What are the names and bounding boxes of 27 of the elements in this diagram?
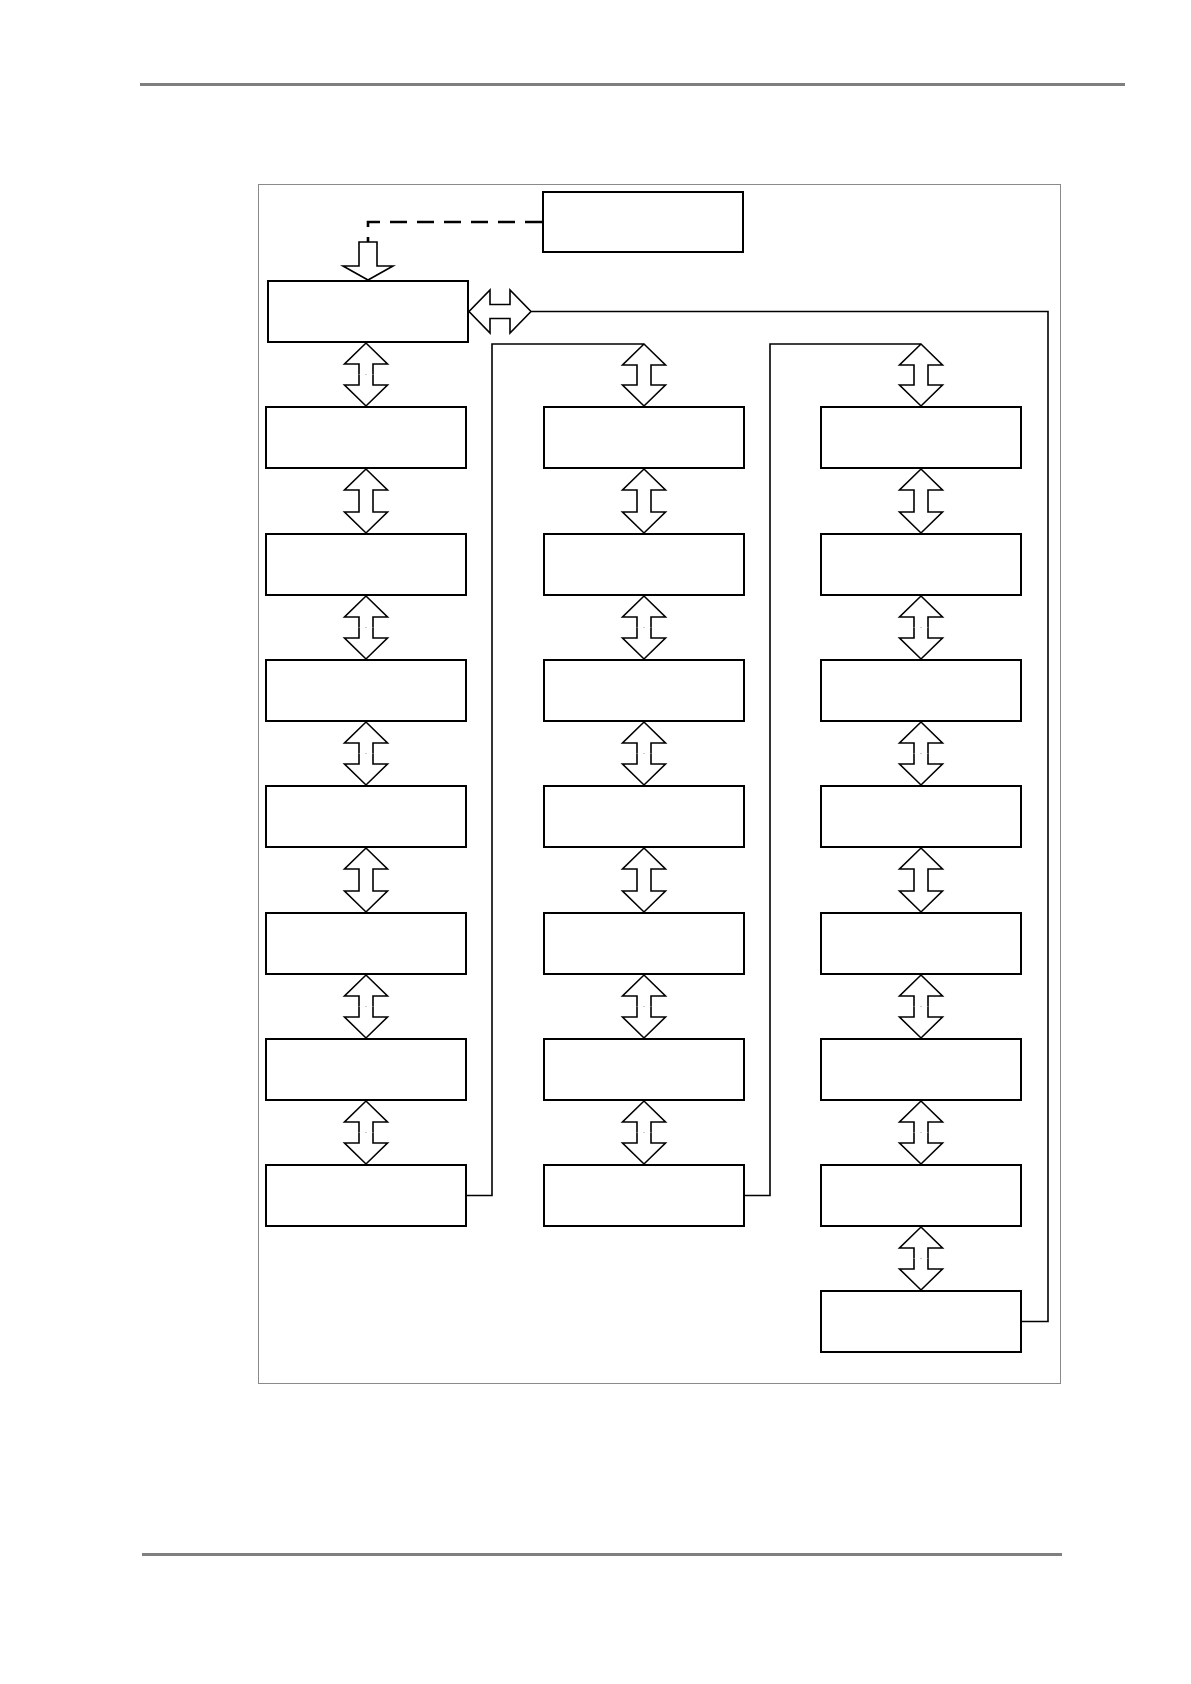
- empty-box: [267, 280, 469, 343]
- empty-box: [543, 1164, 745, 1227]
- empty-box: [543, 659, 745, 722]
- empty-box: [543, 912, 745, 975]
- empty-box: [265, 533, 467, 596]
- connector-line-with-double-block-arrow: [466, 342, 668, 1197]
- empty-box: [820, 406, 1022, 469]
- connector-line-with-double-block-arrow: [744, 342, 945, 1197]
- empty-box: [820, 1038, 1022, 1101]
- empty-box: [543, 1038, 745, 1101]
- empty-box: [820, 659, 1022, 722]
- empty-box: [265, 659, 467, 722]
- empty-box: [820, 1164, 1022, 1227]
- empty-box: [265, 406, 467, 469]
- empty-box: [265, 1164, 467, 1227]
- empty-box: [265, 785, 467, 848]
- empty-box: [543, 785, 745, 848]
- empty-box: [820, 912, 1022, 975]
- empty-box: [543, 533, 745, 596]
- empty-box: [820, 533, 1022, 596]
- empty-box: [543, 406, 745, 469]
- empty-box: [265, 1038, 467, 1101]
- empty-box: [820, 1290, 1022, 1353]
- connector-line-with-double-block-arrow: [468, 288, 1049, 1323]
- empty-box: [265, 912, 467, 975]
- empty-box: [820, 785, 1022, 848]
- empty-box: [542, 191, 744, 253]
